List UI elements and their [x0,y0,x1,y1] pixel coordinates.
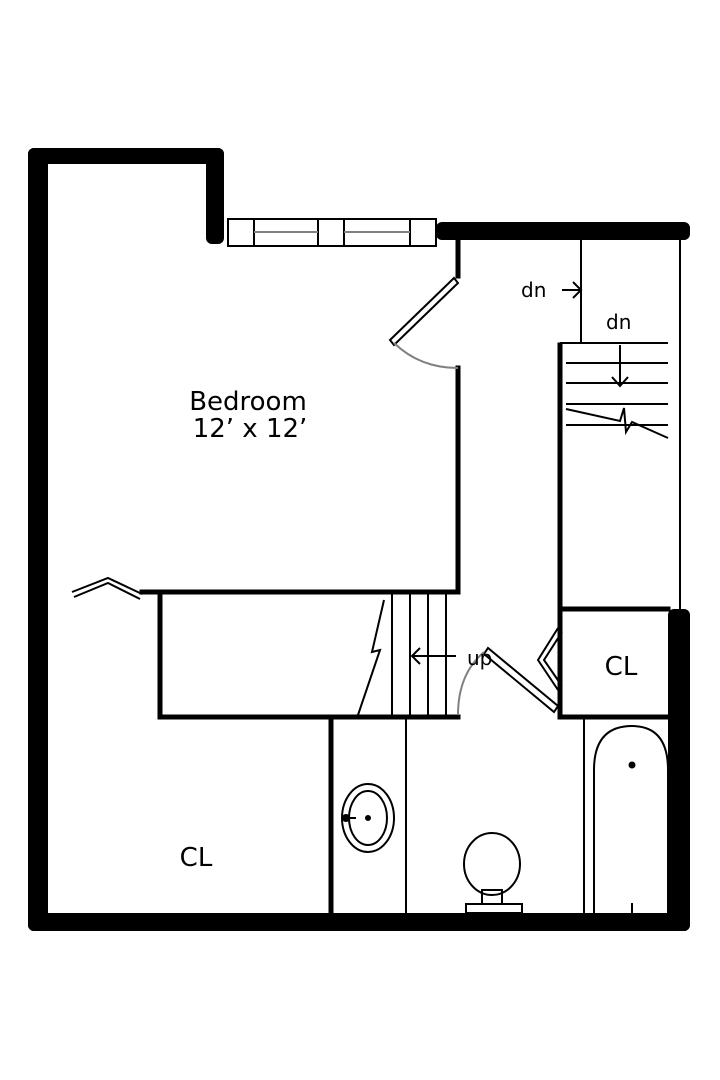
stairs-down-lower-label: dn [606,310,631,334]
bathtub [593,724,669,913]
wall-right-lower [668,609,690,931]
stairs-down [560,281,669,439]
closet-right-door [536,627,563,691]
bedroom-door [388,276,460,369]
wall-left [28,148,48,931]
bathroom-door [457,646,560,716]
bedroom-name-label: Bedroom [189,387,307,417]
closet-bifold-door [71,576,143,600]
closet-right-label: CL [605,652,638,682]
wall-top-left [28,148,224,164]
sink [341,783,395,853]
wall-notch [206,148,224,244]
toilet [463,832,523,914]
wall-bottom [28,913,690,931]
window [227,218,437,247]
bedroom-dimensions-label: 12’ x 12’ [193,414,308,444]
wall-top-right [436,222,690,240]
stairs-down-upper-label: dn [521,278,546,302]
exterior-walls [28,148,690,931]
stairs-up-label: up [467,646,492,670]
interior-walls [139,229,681,916]
closet-left-label: CL [180,843,213,873]
stairs-up [357,594,456,716]
